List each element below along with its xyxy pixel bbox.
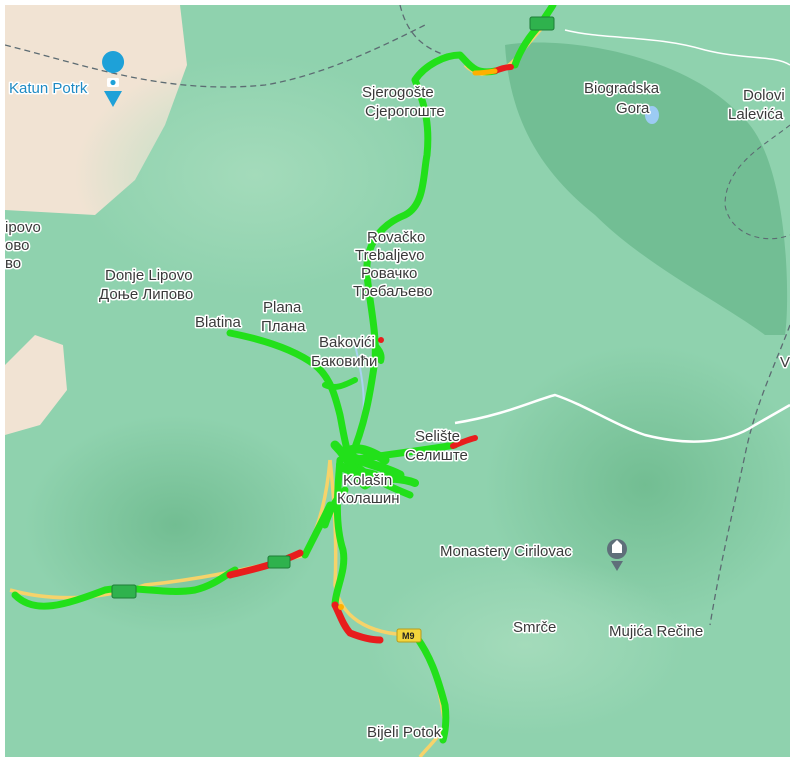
lake bbox=[645, 106, 659, 124]
track-spur bbox=[322, 377, 358, 391]
map-svg[interactable]: M9 Katun Potrk Sjerogošte Сјерогоште Bio… bbox=[5, 5, 790, 757]
track-south-2 bbox=[411, 631, 450, 744]
label-kolasin[interactable]: Kolašin bbox=[342, 471, 394, 491]
church-pin-icon[interactable] bbox=[607, 539, 627, 571]
label-bakovici-cyr[interactable]: Баковићи bbox=[310, 352, 379, 372]
road-northeast bbox=[564, 29, 790, 66]
label-edge-v[interactable]: V bbox=[779, 353, 791, 373]
label-donje-lipovo-cyr[interactable]: Доње Липово bbox=[98, 285, 195, 305]
boundary-line-east-2 bbox=[724, 124, 790, 240]
label-rovacko[interactable]: Rovačko bbox=[366, 228, 427, 248]
road-shield-north bbox=[529, 16, 555, 31]
label-lalevica[interactable]: Lalevića bbox=[727, 105, 786, 125]
track-blatina bbox=[226, 329, 354, 464]
label-lipovo-edge-3[interactable]: во bbox=[5, 254, 23, 274]
track-bakovici bbox=[372, 342, 385, 364]
gps-slow-segments bbox=[226, 64, 514, 644]
relief-dark bbox=[485, 345, 790, 625]
slow-segment-south bbox=[331, 601, 384, 644]
boundary-line-north bbox=[5, 24, 426, 88]
label-blatina[interactable]: Blatina bbox=[194, 313, 244, 333]
road-shield-west bbox=[111, 584, 137, 599]
slow-segment-seliste bbox=[450, 435, 478, 449]
road-shield-west-2 bbox=[267, 555, 291, 569]
map-canvas[interactable]: M9 Katun Potrk Sjerogošte Сјерогоште Bio… bbox=[5, 5, 790, 757]
boundary-line-north-2 bbox=[399, 5, 446, 56]
mid-point-south bbox=[338, 604, 344, 610]
label-bakovici[interactable]: Bakovići bbox=[318, 333, 377, 353]
label-lipovo-edge[interactable]: ipovo bbox=[5, 218, 42, 238]
label-sjerogoste[interactable]: Sjerogošte bbox=[361, 83, 436, 103]
label-trebaljevo[interactable]: Trebaljevo bbox=[354, 246, 426, 266]
relief-light bbox=[75, 55, 435, 295]
boundary-line-east bbox=[709, 324, 790, 626]
label-bijeli-potok[interactable]: Bijeli Potok bbox=[366, 723, 444, 743]
label-dolovi[interactable]: Dolovi bbox=[742, 86, 787, 106]
label-seliste-cyr[interactable]: Селиште bbox=[404, 446, 470, 466]
label-kolasin-cyr[interactable]: Колашин bbox=[336, 489, 402, 509]
track-south-1 bbox=[331, 456, 348, 609]
label-lipovo-edge-2[interactable]: ово bbox=[5, 236, 31, 256]
label-rovacko-cyr[interactable]: Ровачко bbox=[360, 264, 419, 284]
label-smrce[interactable]: Smrče bbox=[512, 618, 558, 638]
label-plana-cyr[interactable]: Плана bbox=[260, 317, 308, 337]
mid-segment-north bbox=[472, 68, 498, 76]
label-mujica-recine[interactable]: Mujića Rečine bbox=[608, 622, 705, 642]
track-sw-spur bbox=[321, 486, 349, 529]
forest-dark-area bbox=[505, 42, 788, 336]
label-plana[interactable]: Plana bbox=[262, 298, 304, 318]
road-shield-m9-label: M9 bbox=[402, 631, 415, 641]
slow-segment-west bbox=[226, 549, 304, 579]
relief-dark-west bbox=[25, 415, 325, 635]
relief-light-south bbox=[365, 555, 685, 735]
label-donje-lipovo[interactable]: Donje Lipovo bbox=[104, 266, 195, 286]
label-trebaljevo-cyr[interactable]: Требаљево bbox=[352, 282, 435, 302]
barren-area-west bbox=[5, 335, 67, 435]
track-north bbox=[346, 51, 499, 464]
label-biogradska[interactable]: Biogradska bbox=[583, 79, 662, 99]
camera-pin-icon[interactable] bbox=[102, 51, 125, 107]
track-cluster-2 bbox=[336, 461, 419, 487]
road-east bbox=[454, 393, 790, 443]
label-monastery[interactable]: Monastery Cirilovac bbox=[439, 542, 574, 562]
label-sjerogoste-cyr[interactable]: Сјерогоште bbox=[364, 102, 447, 122]
label-gora[interactable]: Gora bbox=[615, 99, 652, 119]
slow-point-bakovici bbox=[378, 337, 384, 343]
label-seliste[interactable]: Selište bbox=[414, 427, 462, 447]
road-shield-m9 bbox=[396, 628, 422, 643]
label-katun-potrk[interactable]: Katun Potrk bbox=[8, 79, 90, 99]
